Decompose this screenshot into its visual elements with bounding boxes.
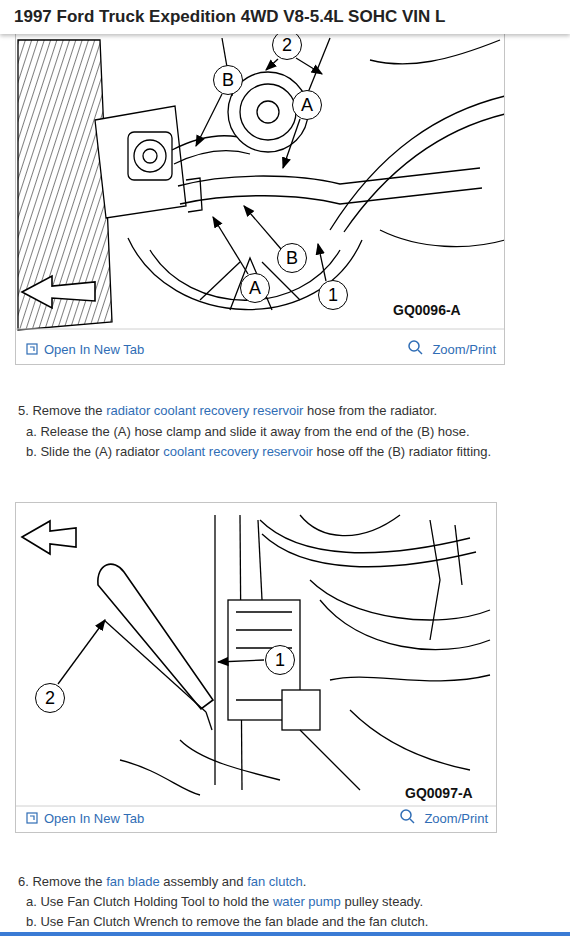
title-bar: 1997 Ford Truck Expedition 4WD V8-5.4L S… [0, 0, 570, 34]
open-tab-icon [27, 813, 37, 823]
callout-number: B [213, 65, 243, 95]
callout-number: 2 [35, 683, 65, 713]
instruction-line: 5. Remove theradiator coolant recovery r… [18, 402, 437, 420]
instruction-line: a. Release the (A) hose clamp and slide … [26, 423, 470, 441]
figure-link: Open In New Tab [44, 810, 144, 828]
figure-link: Zoom/Print [432, 341, 496, 359]
separator [15, 806, 497, 807]
link-text: fan clutch [247, 874, 303, 889]
leader-lines [196, 58, 326, 281]
figure-id: GQ0097-A [405, 784, 473, 802]
zoom-icon [401, 810, 414, 823]
figure-link: Zoom/Print [424, 810, 488, 828]
instruction-text: b. Slide the (A) radiator [26, 444, 160, 459]
instruction-text: a. Release the (A) hose clamp and slide … [26, 424, 470, 439]
open-tab-icon [27, 344, 37, 354]
instruction-text: assembly and [163, 874, 243, 889]
fan-clutch-illustration [22, 515, 490, 795]
leader-lines [58, 620, 264, 684]
callout-number: A [292, 90, 322, 120]
callout-label: 2 [282, 36, 292, 54]
instruction-line: 6. Remove thefan bladeassembly and fan cl… [18, 873, 306, 891]
callout-label: B [222, 71, 234, 89]
instruction-text: 6. Remove the [18, 874, 103, 889]
instruction-line: b. Slide the (A) radiatorcoolant recover… [26, 443, 491, 461]
page-title: 1997 Ford Truck Expedition 4WD V8-5.4L S… [14, 7, 445, 27]
callout-number: B [277, 243, 307, 273]
callout-label: A [249, 279, 261, 297]
callout-label: 1 [328, 286, 338, 304]
separator [15, 329, 505, 330]
link-text: water pump [273, 894, 341, 909]
radiator-illustration [18, 38, 505, 330]
instruction-text: a. Use Fan Clutch Holding Tool to hold t… [26, 894, 269, 909]
figure-frame: GQ0096-A Open In New Tab Zoom/Print 2B A B A 1 [15, 10, 505, 365]
figure-link: Open In New Tab [44, 341, 144, 359]
instruction-text: hose from the radiator. [307, 403, 437, 418]
link-text: coolant recovery reservoir [163, 444, 313, 459]
instruction-text: b. Use Fan Clutch Wrench to remove the f… [26, 914, 428, 929]
callout-number: 1 [265, 645, 295, 675]
figure-frame: GQ0097-A Open In New Tab Zoom/Print 2 1 [15, 502, 497, 833]
zoom-icon [409, 341, 422, 354]
callout-label: 2 [45, 689, 55, 707]
instruction-line: a. Use Fan Clutch Holding Tool to hold t… [26, 893, 423, 911]
callout-label: 1 [275, 651, 285, 669]
callout-number: A [240, 273, 270, 303]
callout-label: B [286, 249, 298, 267]
instruction-text: hose off the (B) radiator fitting. [317, 444, 492, 459]
instruction-text: . [303, 874, 307, 889]
bottom-bar [0, 932, 570, 936]
callout-number: 2 [272, 30, 302, 60]
callout-label: A [301, 96, 313, 114]
link-text: fan blade [106, 874, 160, 889]
instruction-text: pulley steady. [344, 894, 423, 909]
figure-id: GQ0096-A [393, 301, 461, 319]
link-text: radiator coolant recovery reservoir [106, 403, 303, 418]
instruction-text: 5. Remove the [18, 403, 103, 418]
callout-number: 1 [318, 280, 348, 310]
instruction-line: b. Use Fan Clutch Wrench to remove the f… [26, 913, 428, 931]
